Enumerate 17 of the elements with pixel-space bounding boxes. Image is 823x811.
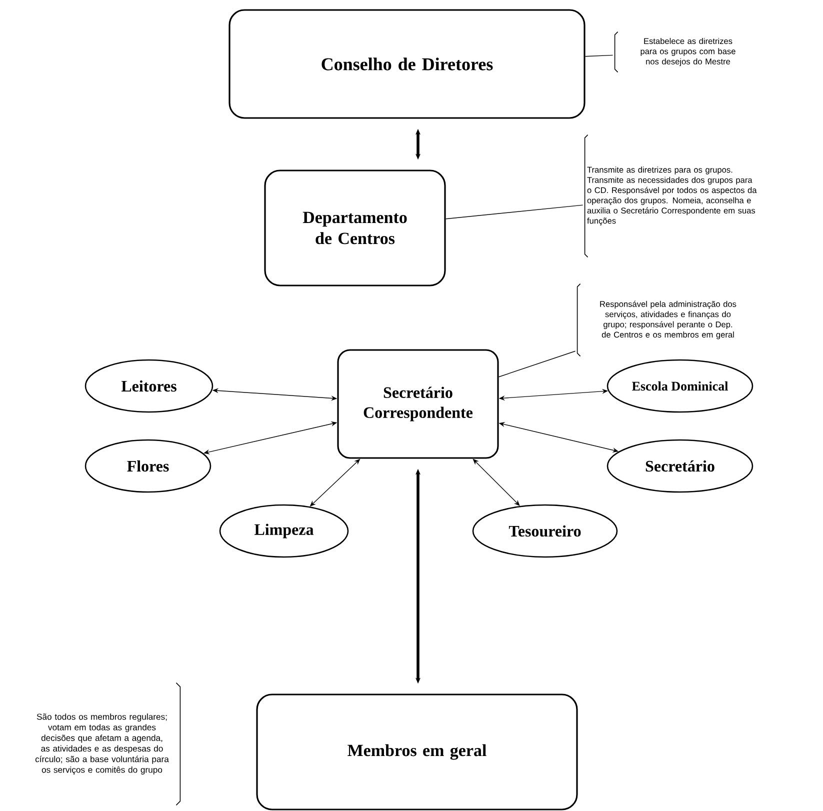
leader-line (498, 350, 576, 378)
rounded-box: Conselho de Diretores (228, 9, 586, 119)
rounded-box: Departamento de Centros (264, 170, 446, 286)
ellipse-node: Escola Dominical (606, 359, 754, 413)
ellipse-node: Tesoureiro (472, 504, 618, 558)
ellipse-node: Flores (84, 439, 212, 493)
bracket-note: São todos os membros regulares; votam em todas as grandes decisões que afetam a agenda, as atividades e as despesas do círculo; são a base voluntária para os serviços e comitês do grupo (35, 682, 181, 806)
rounded-box: Membros em geral (256, 694, 578, 810)
rounded-box: Secretário Correspondente (337, 349, 499, 459)
ellipse-node: Limpeza (219, 504, 349, 558)
bracket-note: Estabelece as diretrizes para os grupos com base nos desejos do Mestre (614, 31, 736, 73)
ellipse-node: Secretário (606, 439, 754, 493)
bracket-note: Transmite as diretrizes para os grupos. Transmite as necessidades dos grupos para o CD. Responsável por todos os aspectos da operação dos grupos. Nomeia, aconselha e auxilia o Secretário Correspondente em suas funções (584, 134, 757, 258)
ellipse-node: Leitores (84, 359, 214, 413)
bracket-note: Responsável pela administração dos serviços, atividades e finanças do grupo; responsável perante o Dep. de Centros e os membros em geral (576, 283, 736, 357)
leader-line (445, 204, 584, 220)
leader-line (584, 54, 614, 57)
